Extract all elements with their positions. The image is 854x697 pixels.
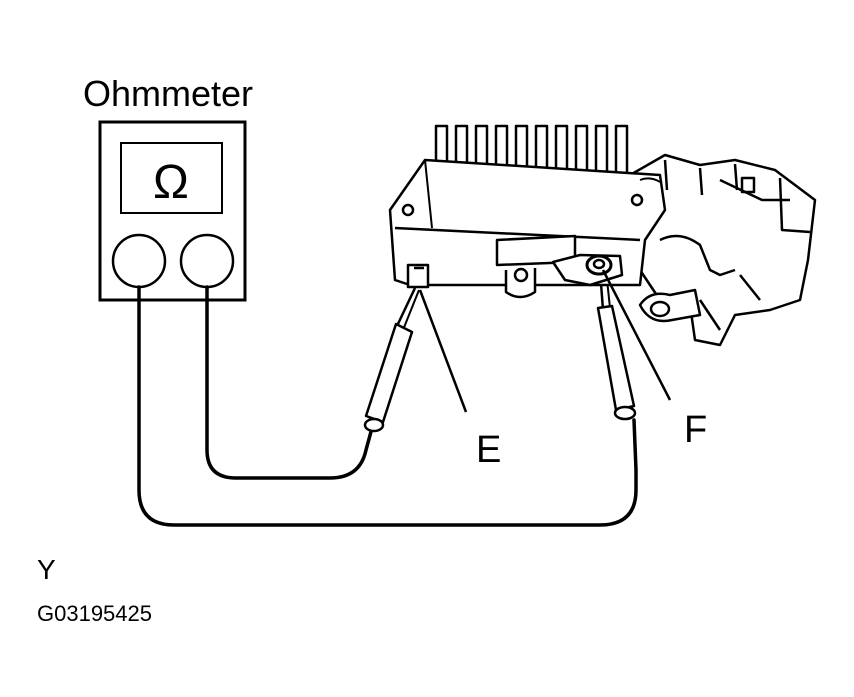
probe-e	[363, 287, 420, 433]
ohmmeter	[98, 120, 247, 302]
terminal-e-label: E	[476, 429, 501, 471]
lead-wire-outer	[137, 285, 638, 527]
corner-mark: Y	[37, 554, 56, 585]
ohmmeter-title: Ohmmeter	[83, 73, 253, 114]
callout-leader-e	[418, 289, 468, 413]
ohmmeter-jack-left	[111, 233, 167, 289]
callout-leader-f	[601, 269, 672, 401]
terminal-e-tab	[406, 263, 430, 289]
ohmmeter-display	[120, 142, 223, 214]
regulator-housing	[388, 158, 667, 287]
voltage-regulator	[388, 124, 817, 347]
ohm-symbol-icon: Ω	[153, 156, 189, 209]
ohmmeter-jack-right	[179, 233, 235, 289]
lead-wire-inner	[205, 285, 374, 480]
probe-f	[596, 269, 637, 421]
terminal-f-label: F	[684, 409, 707, 451]
figure-code: G03195425	[37, 601, 152, 626]
mounting-ear	[638, 288, 702, 323]
